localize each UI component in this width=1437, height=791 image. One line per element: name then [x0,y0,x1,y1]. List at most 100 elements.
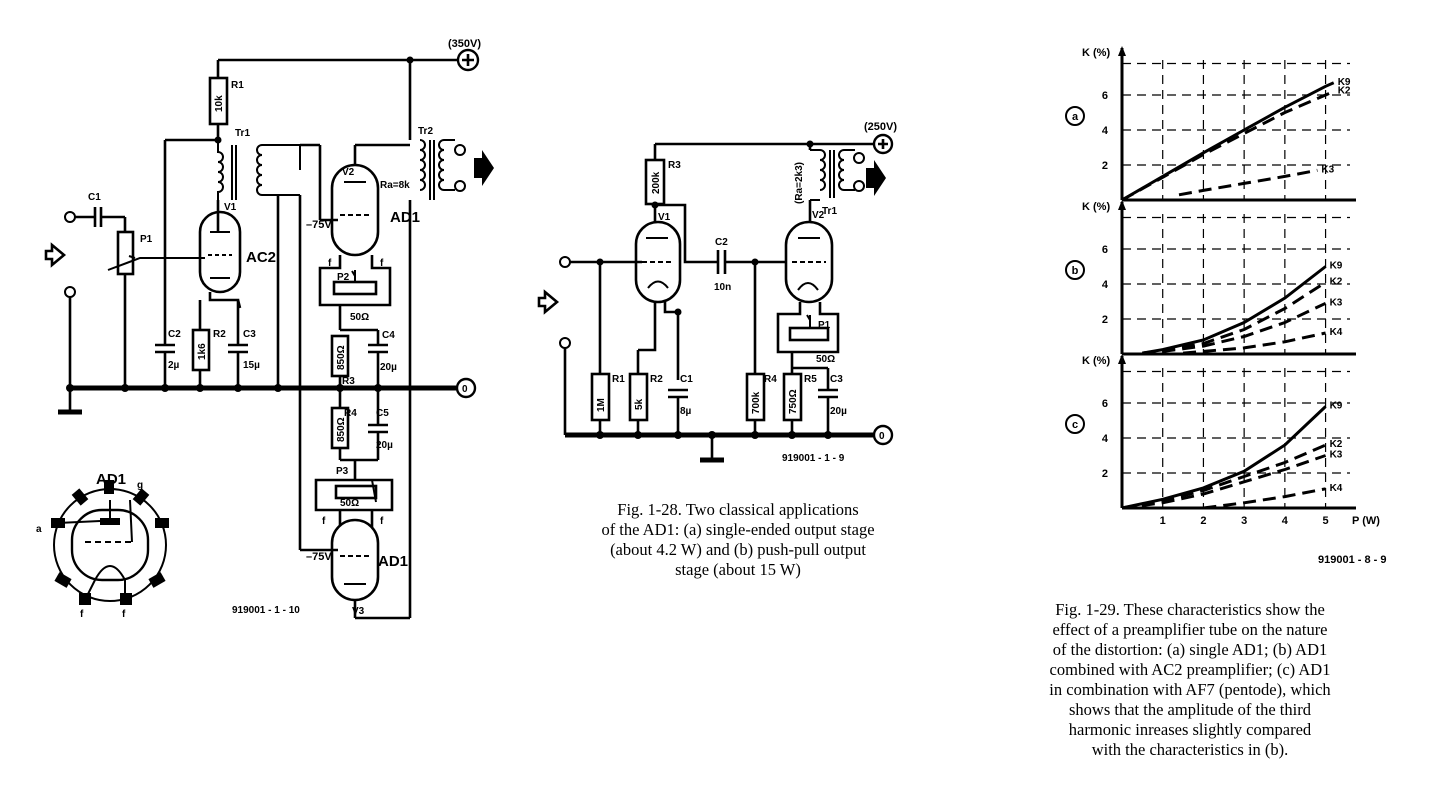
x-tick-label: 1 [1160,515,1166,527]
svg-text:1M: 1M [596,398,607,412]
svg-text:Ra=8k: Ra=8k [380,180,410,191]
svg-text:(250V): (250V) [864,121,897,133]
series-label-k3: K3 [1321,164,1334,175]
transformer-tr1 [819,149,826,191]
y-tick-label: 6 [1102,244,1108,256]
panel-id-badge [1065,260,1085,280]
series-label-k9: K9 [1338,77,1351,88]
panel-id-badge [1065,106,1085,126]
svg-text:R1: R1 [231,80,244,91]
svg-text:750Ω: 750Ω [788,389,799,414]
svg-text:(Ra=2k3): (Ra=2k3) [794,162,805,204]
input-arrow-icon-2 [537,289,560,315]
panel-id-label: a [1072,111,1079,123]
output-arrow-icon [474,150,494,186]
svg-text:V1: V1 [224,202,237,213]
y-tick-label: 4 [1102,125,1109,137]
x-tick-label: 5 [1323,515,1329,527]
svg-text:50Ω: 50Ω [340,498,359,509]
svg-text:–75V: –75V [306,551,332,563]
transformer-tr1-primary [217,140,224,200]
svg-text:C4: C4 [382,330,395,341]
x-axis-label: P (W) [1352,515,1380,527]
transformer-tr1-secondary [256,144,263,196]
input-arrow-icon [44,242,67,268]
series-label-k2: K2 [1330,276,1343,287]
potentiometer-p3 [334,484,378,500]
svg-text:f: f [122,609,126,620]
series-label-k9: K9 [1330,261,1343,272]
svg-text:1k6: 1k6 [197,343,208,360]
tube-base-pinout: AD1 g a f f [36,471,169,620]
svg-text:f: f [380,258,384,269]
svg-text:C1: C1 [88,192,101,203]
series-line-k9 [1142,265,1327,355]
svg-text:Tr1: Tr1 [235,128,250,139]
svg-text:5k: 5k [634,398,645,410]
svg-text:P2: P2 [337,272,350,283]
svg-text:20µ: 20µ [380,362,397,373]
transformer-tr2 [419,139,426,191]
svg-text:10k: 10k [214,95,225,112]
output-arrow-icon-2 [866,160,886,196]
y-axis-label: K (%) [1082,355,1110,367]
y-tick-label: 2 [1102,468,1108,480]
y-axis-label: K (%) [1082,201,1110,213]
series-line-k2 [1121,90,1335,202]
y-tick-label: 6 [1102,398,1108,410]
svg-text:0: 0 [879,431,885,442]
caption-fig-1-28: Fig. 1-28. Two classical applications of… [601,500,875,579]
caption-fig-1-29: Fig. 1-29. These characteristics show th… [1049,600,1331,759]
series-line-k2 [1121,443,1327,510]
svg-text:C2: C2 [168,329,181,340]
series-label-k4: K4 [1330,327,1343,338]
svg-text:850Ω: 850Ω [336,345,347,370]
svg-text:P3: P3 [336,466,349,477]
y-tick-label: 2 [1102,314,1108,326]
svg-text:AD1: AD1 [378,553,408,570]
series-label-k4: K4 [1330,483,1343,494]
svg-text:R1: R1 [612,374,625,385]
svg-text:919001 - 1 - 10: 919001 - 1 - 10 [232,605,300,616]
svg-text:C3: C3 [243,329,256,340]
svg-text:R3: R3 [668,160,681,171]
svg-text:8µ: 8µ [680,406,692,417]
series-line-k9 [1121,405,1327,510]
svg-text:AD1: AD1 [96,471,126,488]
chart-code: 919001 - 8 - 9 [1318,554,1387,566]
series-label-k3: K3 [1330,450,1343,461]
svg-text:f: f [380,516,384,527]
svg-text:850Ω: 850Ω [336,417,347,442]
svg-text:15µ: 15µ [243,360,260,371]
y-axis-label: K (%) [1082,47,1110,59]
series-label-k3: K3 [1330,297,1343,308]
series-label-k2: K2 [1330,439,1343,450]
panel-id-label: b [1072,265,1079,277]
svg-text:R5: R5 [804,374,817,385]
x-tick-label: 3 [1241,515,1247,527]
svg-text:C2: C2 [715,237,728,248]
svg-text:f: f [80,609,84,620]
svg-text:P1: P1 [140,234,153,245]
svg-text:V1: V1 [658,212,671,223]
svg-text:10n: 10n [714,282,731,293]
svg-text:R4: R4 [344,408,357,419]
svg-text:P1: P1 [818,320,831,331]
series-line-k3 [1121,454,1327,510]
series-line-k4 [1203,487,1326,510]
svg-text:f: f [328,258,332,269]
y-axis-arrow [1118,46,1126,56]
svg-text:V3: V3 [352,606,365,617]
svg-text:50Ω: 50Ω [350,312,369,323]
svg-text:V2: V2 [342,167,355,178]
series-label-k2: K2 [1338,86,1351,97]
series-line-k3 [1142,301,1327,355]
svg-text:R3: R3 [342,376,355,387]
svg-text:AD1: AD1 [390,209,420,226]
svg-text:200k: 200k [651,171,662,194]
svg-text:R4: R4 [764,374,777,385]
svg-text:700k: 700k [751,391,762,414]
